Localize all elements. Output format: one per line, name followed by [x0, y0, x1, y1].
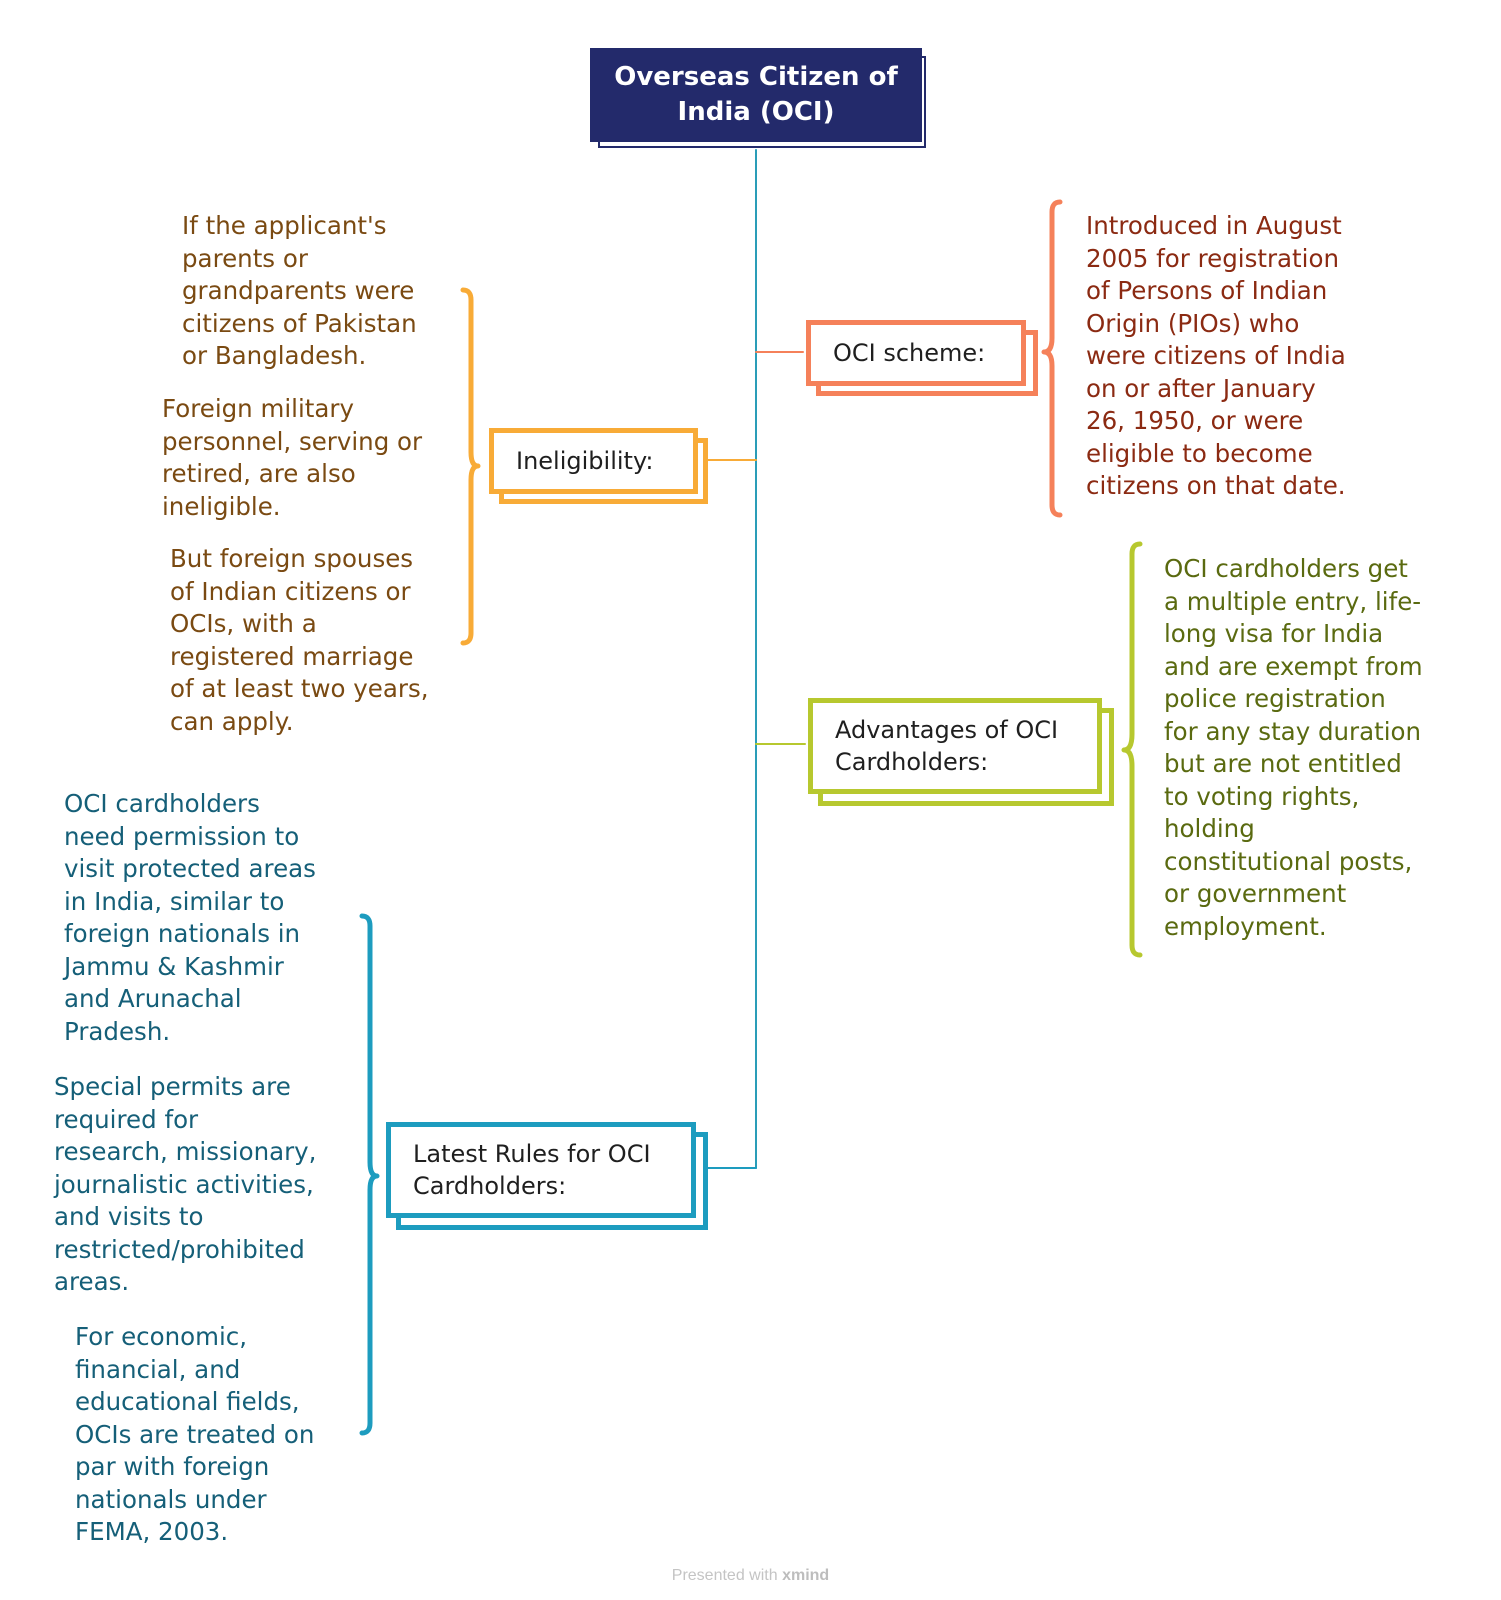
ineligibility-item-pakistan-bangladesh: If the applicant's parents or grandparen… [182, 210, 417, 373]
detail-line: of Indian citizens or [170, 576, 411, 606]
rules-item-special-permits: Special permits are required for researc… [54, 1071, 316, 1299]
detail-line: visit protected areas [64, 854, 316, 883]
detail-line: OCIs, with a [170, 609, 317, 638]
node-oci-scheme-label: OCI scheme: [806, 320, 1026, 386]
detail-line: and are exempt from [1164, 651, 1423, 681]
ineligibility-item-spouses: But foreign spouses of Indian citizens o… [170, 543, 429, 738]
node-latest-rules-label-line: Latest Rules for OCI [413, 1140, 651, 1168]
detail-line: nationals under [75, 1484, 267, 1514]
detail-line: to voting rights, [1164, 781, 1360, 811]
detail-line: OCI cardholders [64, 789, 260, 818]
rules-item-protected-areas: OCI cardholders need permission to visit… [64, 788, 316, 1048]
detail-line: Origin (PIOs) who [1086, 308, 1300, 338]
detail-line: OCI cardholders get [1164, 554, 1408, 583]
brace-advantages [1121, 541, 1143, 958]
detail-line: citizens on that date. [1086, 471, 1346, 500]
detail-line: can apply. [170, 706, 294, 736]
detail-line: restricted/prohibited [54, 1234, 305, 1264]
detail-line: holding [1164, 814, 1255, 843]
detail-line: areas. [54, 1267, 130, 1296]
node-latest-rules-label: Latest Rules for OCI Cardholders: [386, 1122, 696, 1218]
node-advantages-label-line: Cardholders: [835, 748, 989, 776]
detail-line: registered marriage [170, 641, 414, 671]
detail-line: par with foreign [75, 1452, 270, 1481]
detail-line: eligible to become [1086, 438, 1313, 468]
detail-line: retired, are also [162, 459, 356, 488]
footer-prefix: Presented with [671, 1567, 778, 1584]
detail-line: parents or [182, 243, 308, 273]
detail-line: Foreign military [162, 394, 354, 423]
detail-line: educational fields, [75, 1387, 300, 1416]
detail-line: need permission to [64, 821, 300, 851]
detail-line: constitutional posts, [1164, 846, 1413, 876]
node-latest-rules-label-line: Cardholders: [413, 1172, 567, 1200]
detail-line: journalistic activities, [54, 1169, 314, 1199]
detail-line: or Bangladesh. [182, 341, 367, 370]
rules-item-economic-fields: For economic, financial, and educational… [75, 1321, 314, 1549]
detail-line: If the applicant's [182, 211, 387, 240]
node-advantages[interactable]: Advantages of OCI Cardholders: [808, 698, 1114, 806]
detail-line: in India, similar to [64, 886, 285, 916]
detail-line: Jammu & Kashmir [64, 951, 284, 981]
detail-line: 2005 for registration [1086, 243, 1339, 273]
detail-line: But foreign spouses [170, 544, 414, 573]
detail-line: foreign nationals in [64, 919, 301, 948]
detail-line: a multiple entry, life- [1164, 586, 1422, 616]
node-oci-scheme[interactable]: OCI scheme: [806, 320, 1038, 396]
detail-line: for any stay duration [1164, 716, 1422, 746]
brace-ineligibility [460, 287, 481, 646]
node-latest-rules[interactable]: Latest Rules for OCI Cardholders: [386, 1122, 708, 1230]
node-advantages-label-line: Advantages of OCI [835, 716, 1059, 744]
central-topic[interactable]: Overseas Citizen of India (OCI) [590, 48, 928, 150]
node-ineligibility-label: Ineligibility: [489, 428, 698, 494]
detail-line: Introduced in August [1086, 211, 1342, 240]
footer-credit: Presented with xmind [0, 1567, 1501, 1585]
detail-line: employment. [1164, 911, 1327, 941]
detail-line: Special permits are [54, 1072, 291, 1101]
detail-line: citizens of Pakistan [182, 308, 417, 338]
ineligibility-item-military: Foreign military personnel, serving or r… [162, 393, 422, 523]
detail-line: of at least two years, [170, 674, 429, 703]
detail-line: or government [1164, 879, 1347, 908]
detail-line: on or after January [1086, 373, 1316, 403]
detail-line: financial, and [75, 1354, 241, 1384]
detail-line: For economic, [75, 1322, 248, 1351]
detail-line: required for [54, 1104, 199, 1134]
central-topic-title: Overseas Citizen of India (OCI) [590, 48, 922, 142]
detail-line: but are not entitled [1164, 749, 1402, 778]
detail-line: OCIs are treated on [75, 1419, 315, 1449]
detail-line: of Persons of Indian [1086, 276, 1328, 305]
node-ineligibility[interactable]: Ineligibility: [489, 428, 708, 504]
brace-scheme [1041, 199, 1063, 518]
detail-line: Pradesh. [64, 1016, 171, 1046]
advantages-detail: OCI cardholders get a multiple entry, li… [1164, 553, 1423, 943]
detail-line: ineligible. [162, 491, 281, 521]
detail-line: police registration [1164, 684, 1386, 713]
detail-line: research, missionary, [54, 1137, 317, 1166]
detail-line: FEMA, 2003. [75, 1517, 229, 1546]
detail-line: were citizens of India [1086, 341, 1346, 370]
node-advantages-label: Advantages of OCI Cardholders: [808, 698, 1102, 794]
oci-scheme-detail: Introduced in August 2005 for registrati… [1086, 210, 1346, 503]
detail-line: and visits to [54, 1202, 204, 1231]
detail-line: grandparents were [182, 276, 415, 305]
detail-line: personnel, serving or [162, 426, 423, 456]
detail-line: and Arunachal [64, 984, 242, 1013]
detail-line: 26, 1950, or were [1086, 406, 1304, 435]
detail-line: long visa for India [1164, 619, 1384, 648]
xmind-logo-text: xmind [782, 1567, 830, 1584]
brace-rules [359, 913, 380, 1436]
